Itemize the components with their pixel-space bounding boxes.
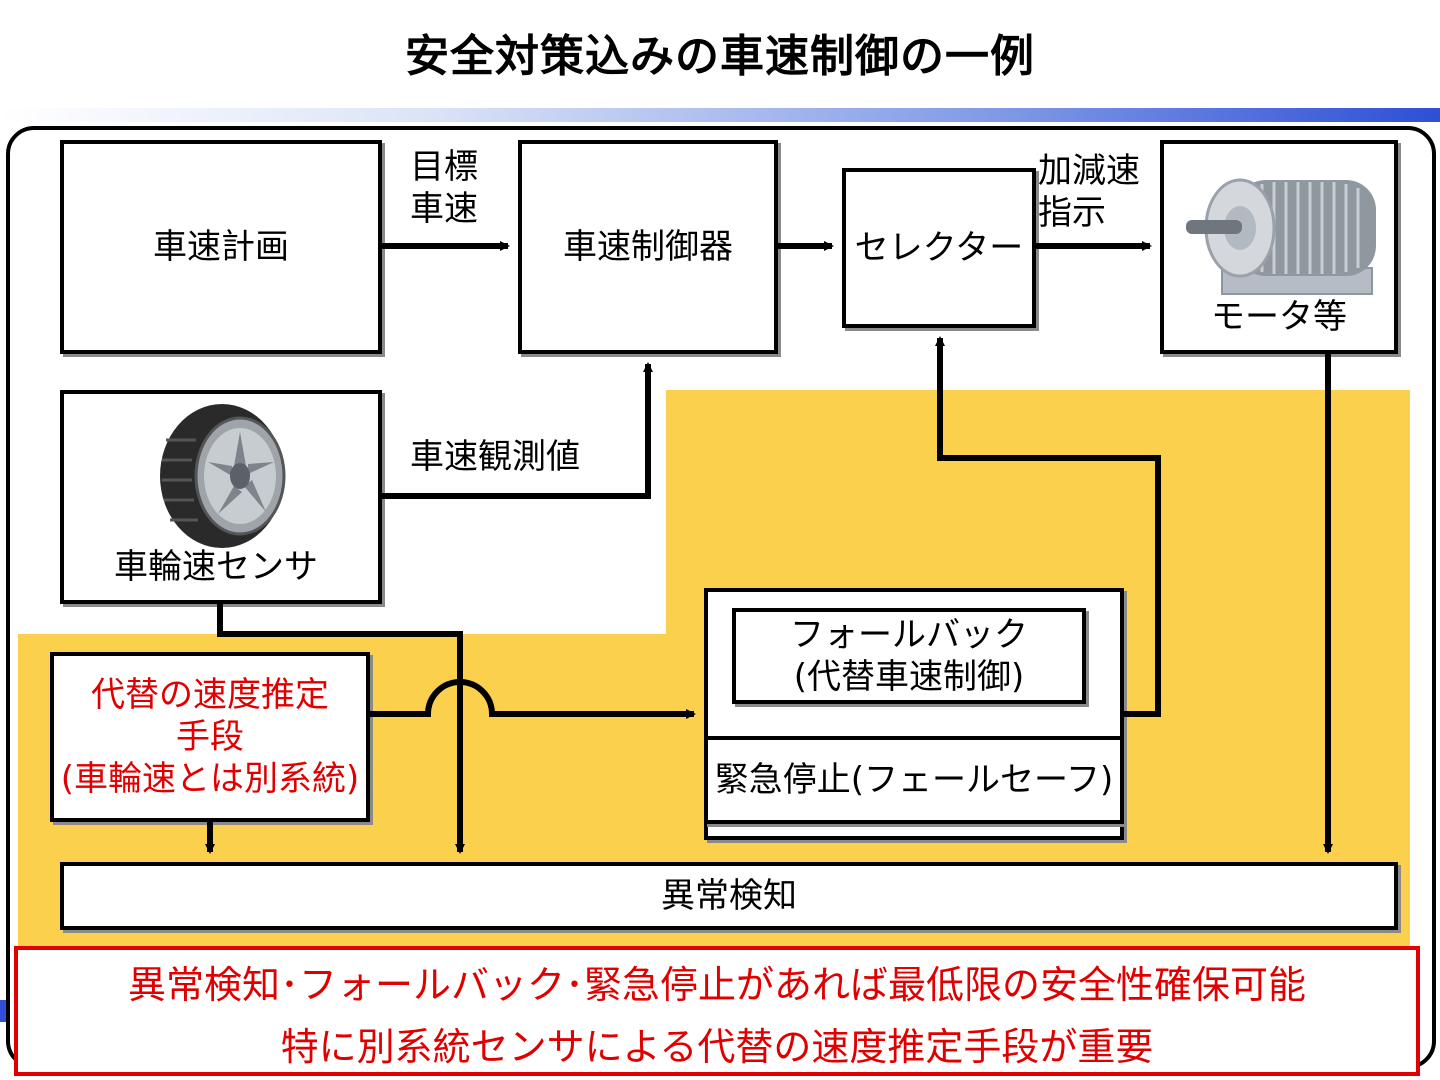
motor-icon: [1186, 178, 1376, 295]
target-speed-label: 目標 車速: [410, 146, 478, 230]
fallback-line1: フォールバック: [790, 615, 1028, 655]
fallback-line2: (代替車速制御): [793, 657, 1025, 697]
speed-plan-label: 車速計画: [153, 227, 289, 267]
accel-command-label: 加減速 指示: [1038, 150, 1140, 234]
anomaly-detection-box: 異常検知: [60, 862, 1398, 930]
target-speed-line2: 車速: [410, 189, 478, 229]
emergency-stop-label: 緊急停止(フェールセーフ): [714, 760, 1114, 800]
summary-note-line1: 異常検知･フォールバック･緊急停止があれば最低限の安全性確保可能: [127, 963, 1306, 1007]
speed-controller-box: 車速制御器: [518, 140, 778, 354]
arrow-sensor-to-anomaly: [217, 604, 465, 854]
selector-box: セレクター: [842, 168, 1036, 328]
page-title: 安全対策込みの車速制御の一例: [405, 31, 1035, 82]
anomaly-detection-label: 異常検知: [661, 876, 797, 916]
fallback-box: フォールバック (代替車速制御): [732, 608, 1086, 704]
speed-observation-label: 車速観測値: [410, 437, 580, 477]
accel-command-line1: 加減速: [1038, 151, 1140, 191]
alt-estimate-box: 代替の速度推定 手段 (車輪速とは別系統): [50, 652, 370, 822]
title-underline-bar: [0, 108, 1440, 122]
arrow-fallback-to-selector: [935, 336, 1161, 717]
emergency-stop-box: 緊急停止(フェールセーフ): [704, 736, 1124, 824]
slide-edge-marker: [0, 1000, 6, 1022]
speed-controller-label: 車速制御器: [563, 227, 733, 267]
summary-note-line2: 特に別系統センサによる代替の速度推定手段が重要: [280, 1025, 1154, 1069]
motor-box: モータ等: [1160, 140, 1398, 354]
tire-icon: [160, 404, 286, 548]
alt-estimate-line3: (車輪速とは別系統): [60, 759, 360, 799]
wheel-sensor-box: 車輪速センサ: [60, 390, 382, 604]
target-speed-line1: 目標: [410, 147, 478, 187]
arrow-sensor-to-controller: [382, 362, 653, 499]
summary-note: 異常検知･フォールバック･緊急停止があれば最低限の安全性確保可能 特に別系統セン…: [14, 946, 1420, 1076]
speed-plan-box: 車速計画: [60, 140, 382, 354]
wheel-sensor-label: 車輪速センサ: [114, 547, 318, 587]
arrow-alt-to-fallback: [370, 679, 696, 719]
accel-command-line2: 指示: [1038, 193, 1106, 233]
alt-estimate-line1: 代替の速度推定: [91, 675, 329, 715]
alt-estimate-line2: 手段: [176, 717, 244, 757]
motor-label: モータ等: [1211, 297, 1347, 337]
selector-label: セレクター: [854, 228, 1024, 268]
